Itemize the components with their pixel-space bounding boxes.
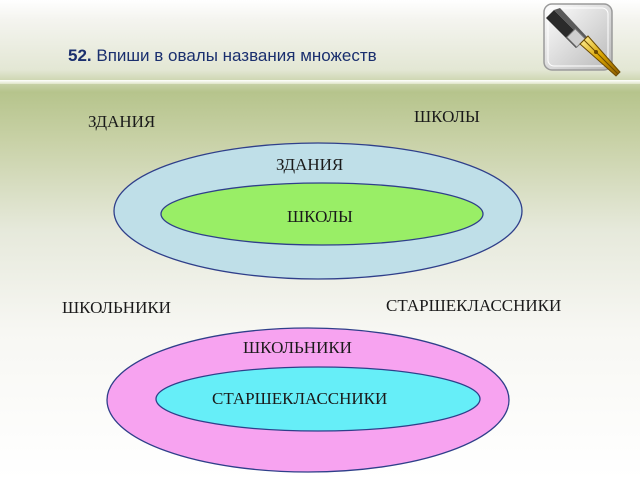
task-text: Впиши в овалы названия множеств [96,46,377,65]
top-outer-label: ЗДАНИЯ [276,155,344,174]
top-inner-oval[interactable] [160,182,484,246]
word-bank-bottom-right: СТАРШЕКЛАССНИКИ [386,296,562,315]
page-title: 52. Впиши в овалы названия множеств [68,46,377,66]
task-number: 52. [68,46,92,65]
bottom-inner-oval[interactable] [155,366,481,432]
header-divider [0,80,640,84]
bottom-outer-label: ШКОЛЬНИКИ [243,338,352,357]
top-inner-label: ШКОЛЫ [287,207,353,226]
word-bank-top-right: ШКОЛЫ [414,107,480,126]
fountain-pen-icon [543,3,621,77]
bottom-inner-label: СТАРШЕКЛАССНИКИ [212,389,388,408]
word-bank-bottom-left: ШКОЛЬНИКИ [62,298,171,317]
word-bank-top-left: ЗДАНИЯ [88,112,156,131]
